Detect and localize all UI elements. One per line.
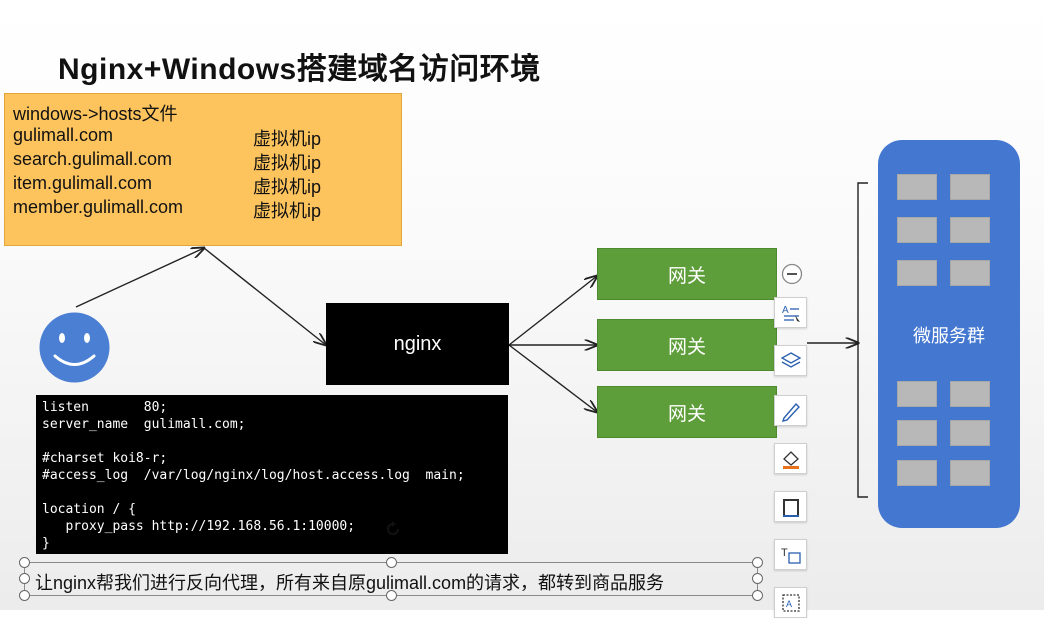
frame-icon <box>782 498 799 517</box>
minus-circle-icon[interactable] <box>781 263 803 285</box>
frame-button[interactable] <box>774 491 807 522</box>
resize-handle[interactable] <box>386 557 397 568</box>
gateway-label: 网关 <box>667 403 706 425</box>
hosts-ip: 虚拟机ip <box>253 153 322 173</box>
user-smiley-icon <box>39 312 110 383</box>
hosts-domain: item.gulimall.com <box>13 173 153 193</box>
hosts-domain: search.gulimall.com <box>13 149 173 169</box>
service-tile <box>950 260 990 286</box>
fill-button[interactable] <box>774 443 807 474</box>
service-tile <box>897 217 937 243</box>
gateway-box: 网关 <box>597 386 777 438</box>
text-select-icon: A <box>782 305 800 322</box>
hosts-heading: windows->hosts文件 <box>13 104 178 124</box>
terminal-line: server_name gulimall.com; <box>42 417 246 432</box>
layers-button[interactable] <box>774 345 807 376</box>
microservices-panel: 微服务群 <box>878 140 1020 528</box>
resize-handle[interactable] <box>752 590 763 601</box>
text-box-button[interactable]: T <box>774 539 807 570</box>
service-tile <box>950 381 990 407</box>
hosts-ip: 虚拟机ip <box>253 201 322 221</box>
hosts-file-box: windows->hosts文件 gulimall.com 虚拟机ip sear… <box>4 93 402 246</box>
resize-handle[interactable] <box>752 557 763 568</box>
service-tile <box>897 420 937 446</box>
arrow-hosts-to-nginx <box>203 247 326 345</box>
terminal-line <box>42 433 502 450</box>
gateway-label: 网关 <box>667 336 706 358</box>
service-tile <box>897 381 937 407</box>
nginx-label: nginx <box>393 332 442 355</box>
resize-handle[interactable] <box>386 590 397 601</box>
service-tile <box>897 174 937 200</box>
services-bracket <box>857 182 868 498</box>
service-tile <box>950 460 990 486</box>
hosts-domain: member.gulimall.com <box>13 197 184 217</box>
svg-text:A: A <box>782 305 789 316</box>
svg-text:T: T <box>781 547 788 559</box>
text-area-icon: A <box>781 593 800 612</box>
service-tile <box>950 420 990 446</box>
resize-handle[interactable] <box>19 573 30 584</box>
hosts-domain: gulimall.com <box>13 125 114 145</box>
microservices-label: 微服务群 <box>913 326 985 346</box>
gateway-box: 网关 <box>597 319 777 371</box>
fill-icon <box>782 450 799 469</box>
terminal-line <box>42 484 502 501</box>
arrow-user-to-hosts <box>75 248 204 308</box>
nginx-box: nginx <box>326 303 509 385</box>
layers-icon <box>780 351 801 368</box>
resize-handle[interactable] <box>19 590 30 601</box>
pen-icon <box>781 402 800 422</box>
text-select-button[interactable]: A <box>774 297 807 328</box>
terminal-line: location / { <box>42 502 136 517</box>
service-tile <box>897 460 937 486</box>
terminal-line: proxy_pass http://192.168.56.1:10000; <box>42 519 356 534</box>
resize-handle[interactable] <box>752 573 763 584</box>
text-box-icon: T <box>781 547 801 564</box>
terminal-line: } <box>42 536 50 551</box>
page-title: Nginx+Windows搭建域名访问环境 <box>58 53 541 86</box>
terminal-line: #charset koi8-r; <box>42 451 168 466</box>
service-tile <box>950 174 990 200</box>
svg-text:A: A <box>786 599 792 609</box>
pen-button[interactable] <box>774 395 807 426</box>
caption-text[interactable]: 让nginx帮我们进行反向代理，所有来自原gulimall.com的请求，都转到… <box>35 573 665 593</box>
arrow-nginx-to-gateway-1 <box>508 276 597 346</box>
hosts-ip: 虚拟机ip <box>253 129 322 149</box>
arrow-nginx-to-gateway-3 <box>508 344 597 412</box>
terminal-line: #access_log /var/log/nginx/log/host.acce… <box>42 468 465 483</box>
gateway-label: 网关 <box>667 265 706 287</box>
gateway-box: 网关 <box>597 248 777 300</box>
service-tile <box>897 260 937 286</box>
nginx-config-terminal: listen 80; server_name gulimall.com; #cha… <box>36 395 508 554</box>
text-area-button[interactable]: A <box>774 587 807 618</box>
rotate-handle-icon[interactable] <box>384 520 402 538</box>
resize-handle[interactable] <box>19 557 30 568</box>
hosts-ip: 虚拟机ip <box>253 177 322 197</box>
service-tile <box>950 217 990 243</box>
terminal-line: listen 80; <box>42 400 168 415</box>
